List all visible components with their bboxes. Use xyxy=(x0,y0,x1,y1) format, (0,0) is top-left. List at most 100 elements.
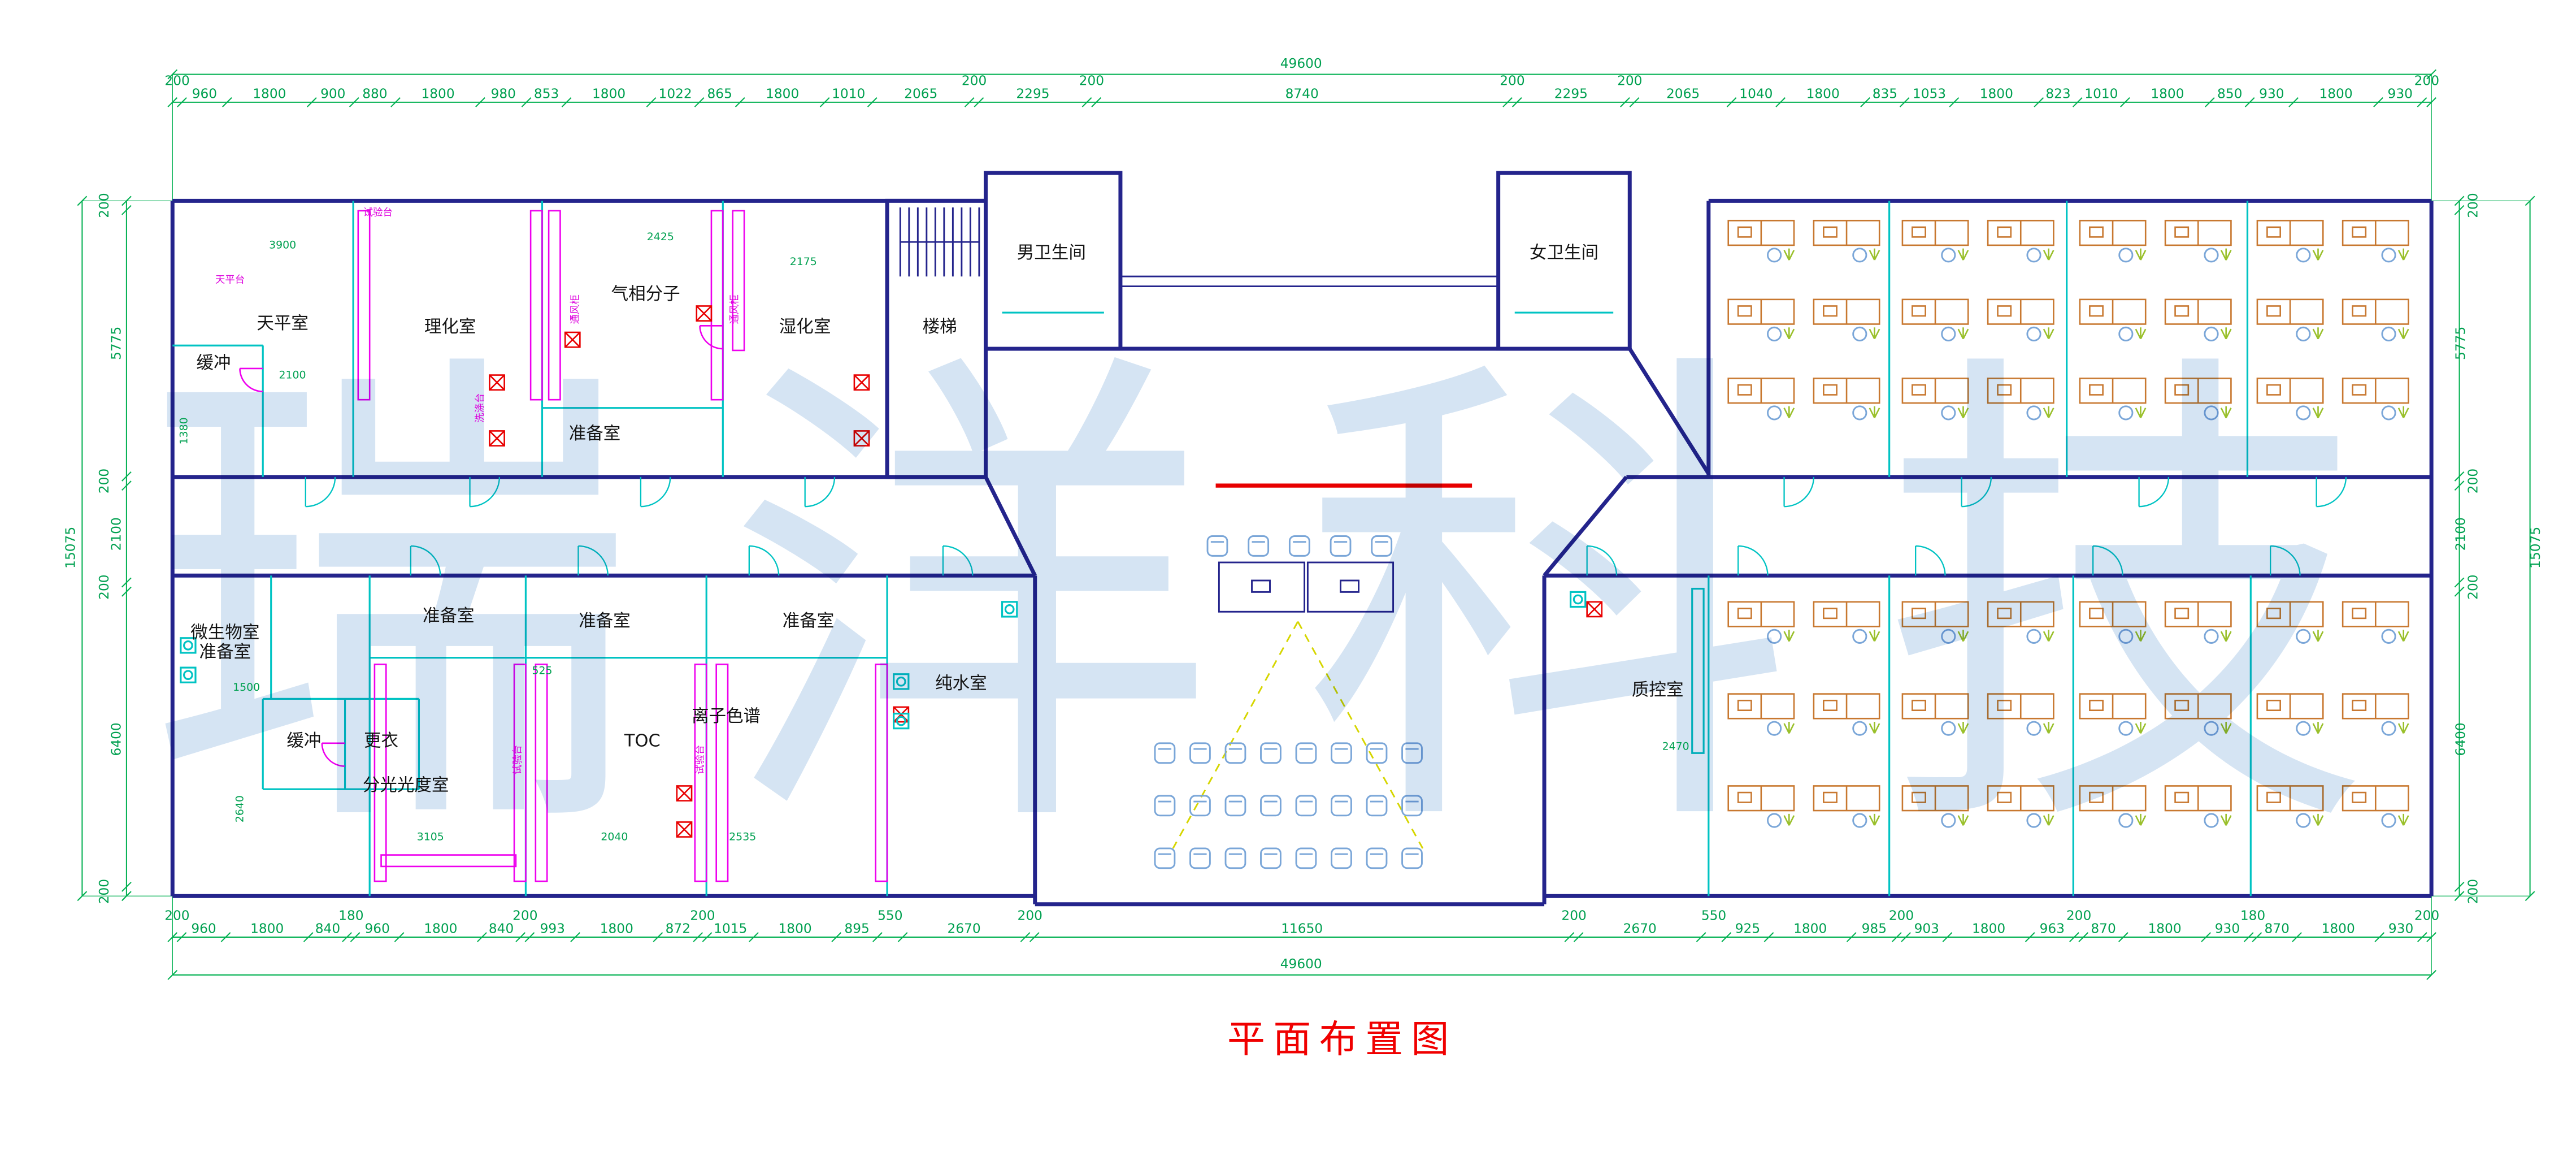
stair-treads xyxy=(899,207,980,277)
room-label-changing: 更衣 xyxy=(364,731,398,751)
svg-text:6400: 6400 xyxy=(109,722,124,756)
office-desks-bottom-3 xyxy=(2079,601,2232,828)
svg-text:6400: 6400 xyxy=(2453,722,2469,756)
overall-dim-top: 49600 xyxy=(167,56,2436,80)
svg-text:1022: 1022 xyxy=(659,86,692,102)
door-arcs-corridor-top xyxy=(305,476,2347,508)
svg-text:1040: 1040 xyxy=(1739,86,1773,102)
svg-text:200: 200 xyxy=(97,469,112,493)
svg-text:985: 985 xyxy=(1862,921,1887,937)
svg-text:930: 930 xyxy=(2388,921,2413,937)
svg-text:试验台: 试验台 xyxy=(363,207,393,219)
projection-screen xyxy=(1215,483,1472,488)
svg-text:1800: 1800 xyxy=(253,86,286,102)
svg-text:980: 980 xyxy=(491,86,516,102)
svg-text:天平台: 天平台 xyxy=(215,275,245,286)
svg-text:200: 200 xyxy=(97,574,112,599)
svg-text:840: 840 xyxy=(315,921,340,937)
svg-text:200: 200 xyxy=(2466,879,2481,904)
svg-text:1800: 1800 xyxy=(779,921,812,937)
svg-text:2040: 2040 xyxy=(601,830,628,843)
svg-text:200: 200 xyxy=(1500,73,1524,88)
audience-chairs xyxy=(1154,742,1423,869)
room-label-stairs: 楼梯 xyxy=(923,317,957,337)
svg-text:200: 200 xyxy=(1079,73,1104,88)
svg-text:550: 550 xyxy=(1701,908,1726,923)
room-label-female-wc: 女卫生间 xyxy=(1530,243,1598,263)
head-table-chairs xyxy=(1206,535,1393,557)
svg-text:1010: 1010 xyxy=(832,86,865,102)
room-label-buffer2: 缓冲 xyxy=(286,731,321,751)
svg-text:850: 850 xyxy=(2217,86,2242,102)
svg-text:200: 200 xyxy=(97,193,112,218)
office-desks-bottom-4 xyxy=(2256,601,2409,828)
svg-text:200: 200 xyxy=(512,908,537,923)
drawing-title: 平面布置图 xyxy=(1227,1017,1457,1061)
svg-text:200: 200 xyxy=(1617,73,1642,88)
svg-text:2100: 2100 xyxy=(279,369,306,381)
overall-left-label: 15075 xyxy=(63,527,78,569)
svg-text:1800: 1800 xyxy=(250,921,284,937)
svg-text:1800: 1800 xyxy=(1793,921,1827,937)
room-label-physchem: 理化室 xyxy=(424,317,476,337)
room-label-toc: TOC xyxy=(624,731,661,751)
svg-text:870: 870 xyxy=(2265,921,2290,937)
svg-text:2100: 2100 xyxy=(109,517,124,551)
svg-text:1053: 1053 xyxy=(1913,86,1946,102)
svg-text:200: 200 xyxy=(1018,908,1042,923)
svg-text:通风柜: 通风柜 xyxy=(729,294,740,324)
equipment-labels: 天平台试验台试验台试验台通风柜通风柜洗涤台 xyxy=(215,207,741,775)
svg-text:5775: 5775 xyxy=(109,327,124,360)
overall-dim-bottom: 49600 xyxy=(167,956,2436,980)
room-labels: 天平室 缓冲 理化室 气相分子 湿化室 准备室 楼梯 男卫生间 女卫生间 微生物… xyxy=(190,243,1683,795)
dimension-chain-left: 200 5775 200 2100 200 6400 200 xyxy=(97,193,132,904)
svg-text:200: 200 xyxy=(97,879,112,904)
room-label-male-wc: 男卫生间 xyxy=(1017,243,1086,263)
svg-text:2640: 2640 xyxy=(233,795,246,822)
svg-text:1380: 1380 xyxy=(177,417,190,444)
office-desks-top-1 xyxy=(1727,219,1880,421)
svg-text:1010: 1010 xyxy=(2084,86,2118,102)
qc-bench xyxy=(1691,587,1705,754)
office-desks-bottom-2 xyxy=(1901,601,2054,828)
svg-text:930: 930 xyxy=(2388,86,2413,102)
room-label-humid: 湿化室 xyxy=(779,317,831,337)
svg-text:1800: 1800 xyxy=(766,86,799,102)
svg-text:870: 870 xyxy=(2091,921,2115,937)
svg-text:200: 200 xyxy=(1889,908,1914,923)
svg-text:200: 200 xyxy=(2466,469,2481,493)
svg-text:1800: 1800 xyxy=(2319,86,2352,102)
female-toilet-block xyxy=(1496,171,1632,351)
svg-text:900: 900 xyxy=(320,86,345,102)
overall-top-label: 49600 xyxy=(1280,56,1322,71)
svg-text:895: 895 xyxy=(844,921,869,937)
svg-text:2670: 2670 xyxy=(948,921,981,937)
svg-text:823: 823 xyxy=(2045,86,2070,102)
building-outline xyxy=(170,198,2434,907)
svg-text:1800: 1800 xyxy=(421,86,454,102)
svg-text:洗涤台: 洗涤台 xyxy=(475,393,486,423)
sink-symbols xyxy=(489,305,1603,838)
svg-text:525: 525 xyxy=(532,665,552,677)
svg-text:1500: 1500 xyxy=(233,681,260,694)
svg-text:试验台: 试验台 xyxy=(694,745,706,774)
male-toilet-block xyxy=(984,171,1123,351)
svg-text:835: 835 xyxy=(1873,86,1897,102)
svg-text:200: 200 xyxy=(2066,908,2091,923)
svg-text:1800: 1800 xyxy=(592,86,625,102)
svg-text:2175: 2175 xyxy=(790,255,817,268)
svg-text:2295: 2295 xyxy=(1554,86,1588,102)
room-label-spectro: 分光光度室 xyxy=(363,776,449,795)
svg-text:200: 200 xyxy=(164,908,189,923)
room-label-balance: 天平室 xyxy=(257,314,309,333)
watermark-text: 瑞洋科技 xyxy=(145,315,2458,889)
svg-text:930: 930 xyxy=(2215,921,2240,937)
overall-bottom-label: 49600 xyxy=(1280,956,1322,972)
svg-text:1800: 1800 xyxy=(2151,86,2184,102)
svg-text:1800: 1800 xyxy=(2148,921,2181,937)
overall-right-label: 15075 xyxy=(2528,527,2543,569)
